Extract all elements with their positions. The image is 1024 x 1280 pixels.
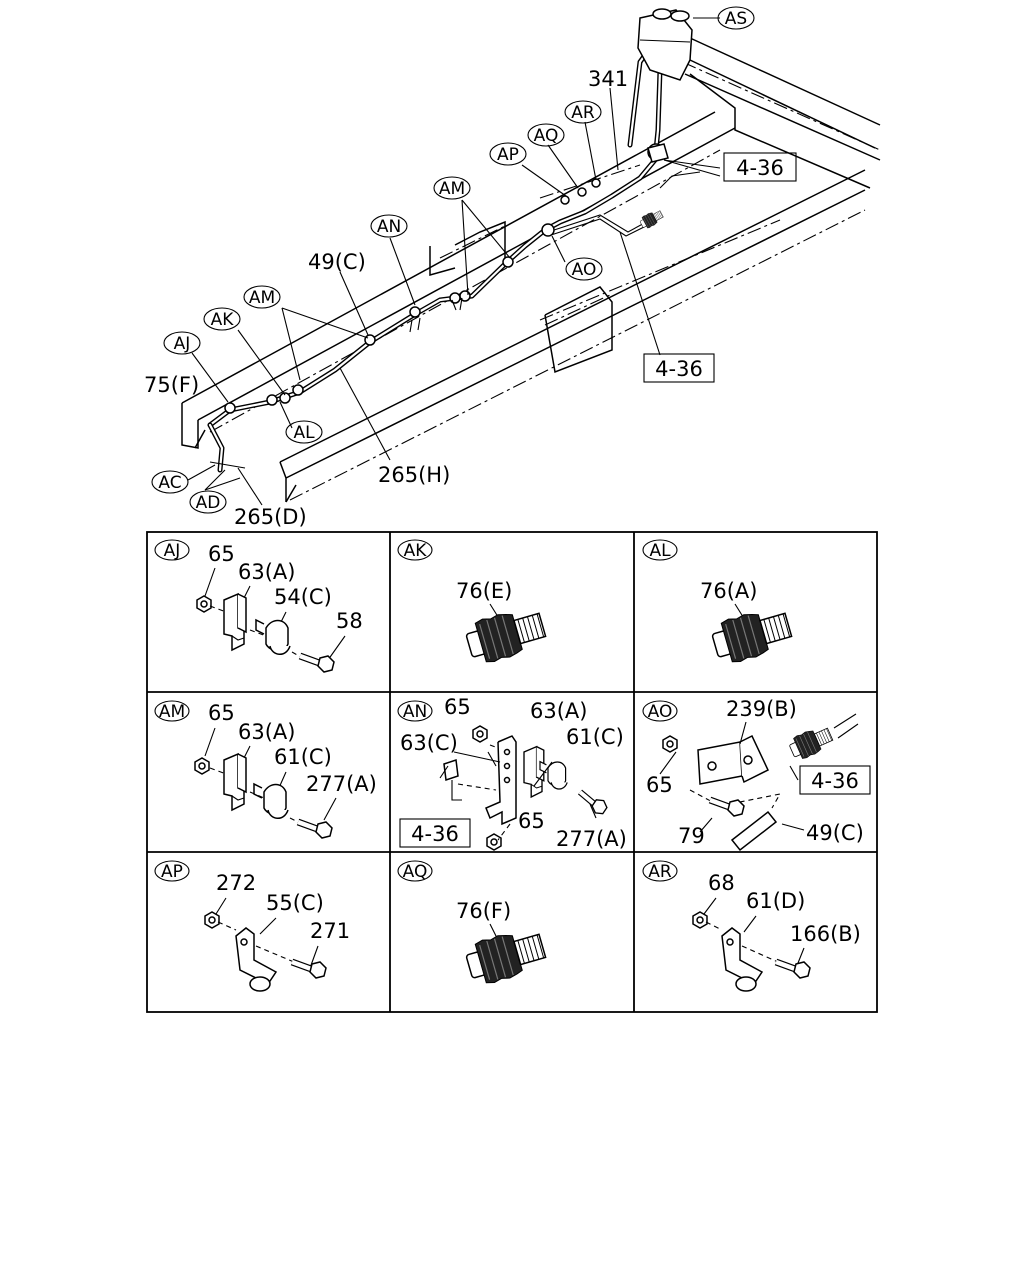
label-265d: 265(D) (234, 505, 307, 529)
ao-part-65: 65 (646, 773, 673, 797)
al-part-76a: 76(A) (700, 579, 757, 603)
tag-aq: AQ (527, 123, 565, 147)
tag-ao: AO (565, 257, 603, 281)
ap-part-55c: 55(C) (266, 891, 324, 915)
aj-part-54c: 54(C) (274, 585, 332, 609)
detail-aj-tag: AJ (164, 541, 181, 561)
label-341: 341 (588, 67, 628, 91)
joint-4-36 (647, 143, 669, 163)
an-part-63c: 63(C) (400, 731, 458, 755)
tag-ap: AP (489, 142, 527, 166)
tag-ar-text: AR (571, 103, 595, 123)
detail-ar-tag: AR (648, 862, 672, 882)
tag-am2-text: AM (249, 288, 275, 308)
tag-ao-text: AO (572, 260, 597, 280)
detail-aq: AQ 76(F) (397, 860, 550, 989)
detail-ak: AK 76(E) (397, 539, 550, 668)
detail-ao: AO 239(B) 65 79 49(C) 4-36 (642, 697, 871, 852)
tag-an: AN (370, 214, 408, 238)
frame-overview (181, 37, 881, 503)
detail-ar: AR 68 61(D) 166(B) (642, 860, 861, 992)
detail-al: AL 76(A) (642, 539, 796, 668)
aj-part-65: 65 (208, 542, 235, 566)
tag-ak: AK (203, 307, 241, 331)
ao-ref-box: 4-36 (799, 765, 871, 795)
tag-ad: AD (189, 490, 227, 514)
aj-part-58: 58 (336, 609, 363, 633)
tag-as-text: AS (725, 9, 747, 29)
aj-part-63a: 63(A) (238, 560, 295, 584)
tag-ak-text: AK (211, 310, 235, 330)
tag-an-text: AN (377, 217, 401, 237)
am-part-61c: 61(C) (274, 745, 332, 769)
tag-ap-text: AP (497, 145, 519, 165)
tag-as: AS (717, 6, 755, 30)
tag-am-2: AM (243, 285, 281, 309)
detail-am-tag: AM (159, 702, 185, 722)
tag-aq-text: AQ (534, 126, 559, 146)
label-49c: 49(C) (308, 250, 366, 274)
an-part-61c: 61(C) (566, 725, 624, 749)
an-part-65-top: 65 (444, 695, 471, 719)
am-part-63a: 63(A) (238, 720, 295, 744)
tag-al: AL (285, 420, 323, 444)
ao-part-239b: 239(B) (726, 697, 797, 721)
ak-part-76e: 76(E) (456, 579, 512, 603)
ao-ref-text: 4-36 (811, 769, 859, 793)
detail-ao-tag: AO (648, 702, 673, 722)
tag-aj: AJ (163, 331, 201, 355)
tag-am-text: AM (439, 179, 465, 199)
ao-part-79: 79 (678, 824, 705, 848)
detail-aj: AJ 65 63(A) 54(C) 58 (154, 539, 363, 672)
an-ref-text: 4-36 (411, 822, 459, 846)
clip-markers (224, 178, 601, 414)
tag-ac: AC (151, 470, 189, 494)
overview-labels: AS 341 AR AQ AP 4-36 AM AN 49(C) AO AM A… (144, 6, 797, 529)
an-part-65-bottom: 65 (518, 809, 545, 833)
detail-grid (146, 531, 878, 1013)
an-part-63a: 63(A) (530, 699, 587, 723)
detail-an: AN 65 63(A) 63(C) 61(C) 65 277(A) 4-36 (397, 695, 627, 851)
tag-ar: AR (564, 100, 602, 124)
ap-part-271: 271 (310, 919, 350, 943)
an-part-277a: 277(A) (556, 827, 627, 851)
ar-part-61d: 61(D) (746, 889, 805, 913)
detail-aq-tag: AQ (403, 862, 428, 882)
am-part-65: 65 (208, 701, 235, 725)
ref-top-text: 4-36 (736, 156, 784, 180)
detail-ak-tag: AK (404, 541, 428, 561)
brake-pipe-49c (204, 45, 701, 491)
label-265h: 265(H) (378, 463, 450, 487)
aq-part-76f: 76(F) (456, 899, 511, 923)
label-75f: 75(F) (144, 373, 199, 397)
ar-part-166b: 166(B) (790, 922, 861, 946)
ref-box-top: 4-36 (723, 152, 797, 182)
ap-part-272: 272 (216, 871, 256, 895)
ref-box-bottom: 4-36 (643, 353, 715, 383)
detail-ap: AP 272 55(C) 271 (154, 860, 350, 992)
am-part-277a: 277(A) (306, 772, 377, 796)
tag-ac-text: AC (158, 473, 181, 493)
detail-al-tag: AL (649, 541, 671, 561)
tag-am-1: AM (433, 176, 471, 200)
tag-ad-text: AD (196, 493, 221, 513)
valve-as (637, 8, 693, 81)
an-ref-box: 4-36 (399, 818, 471, 848)
detail-an-tag: AN (403, 702, 427, 722)
tag-aj-text: AJ (174, 334, 191, 354)
ao-part-49c: 49(C) (806, 821, 864, 845)
ar-part-68: 68 (708, 871, 735, 895)
ref-bottom-text: 4-36 (655, 357, 703, 381)
leaders (187, 17, 721, 506)
detail-ap-tag: AP (161, 862, 183, 882)
detail-am: AM 65 63(A) 61(C) 277(A) (154, 700, 377, 838)
tag-al-text: AL (293, 423, 315, 443)
